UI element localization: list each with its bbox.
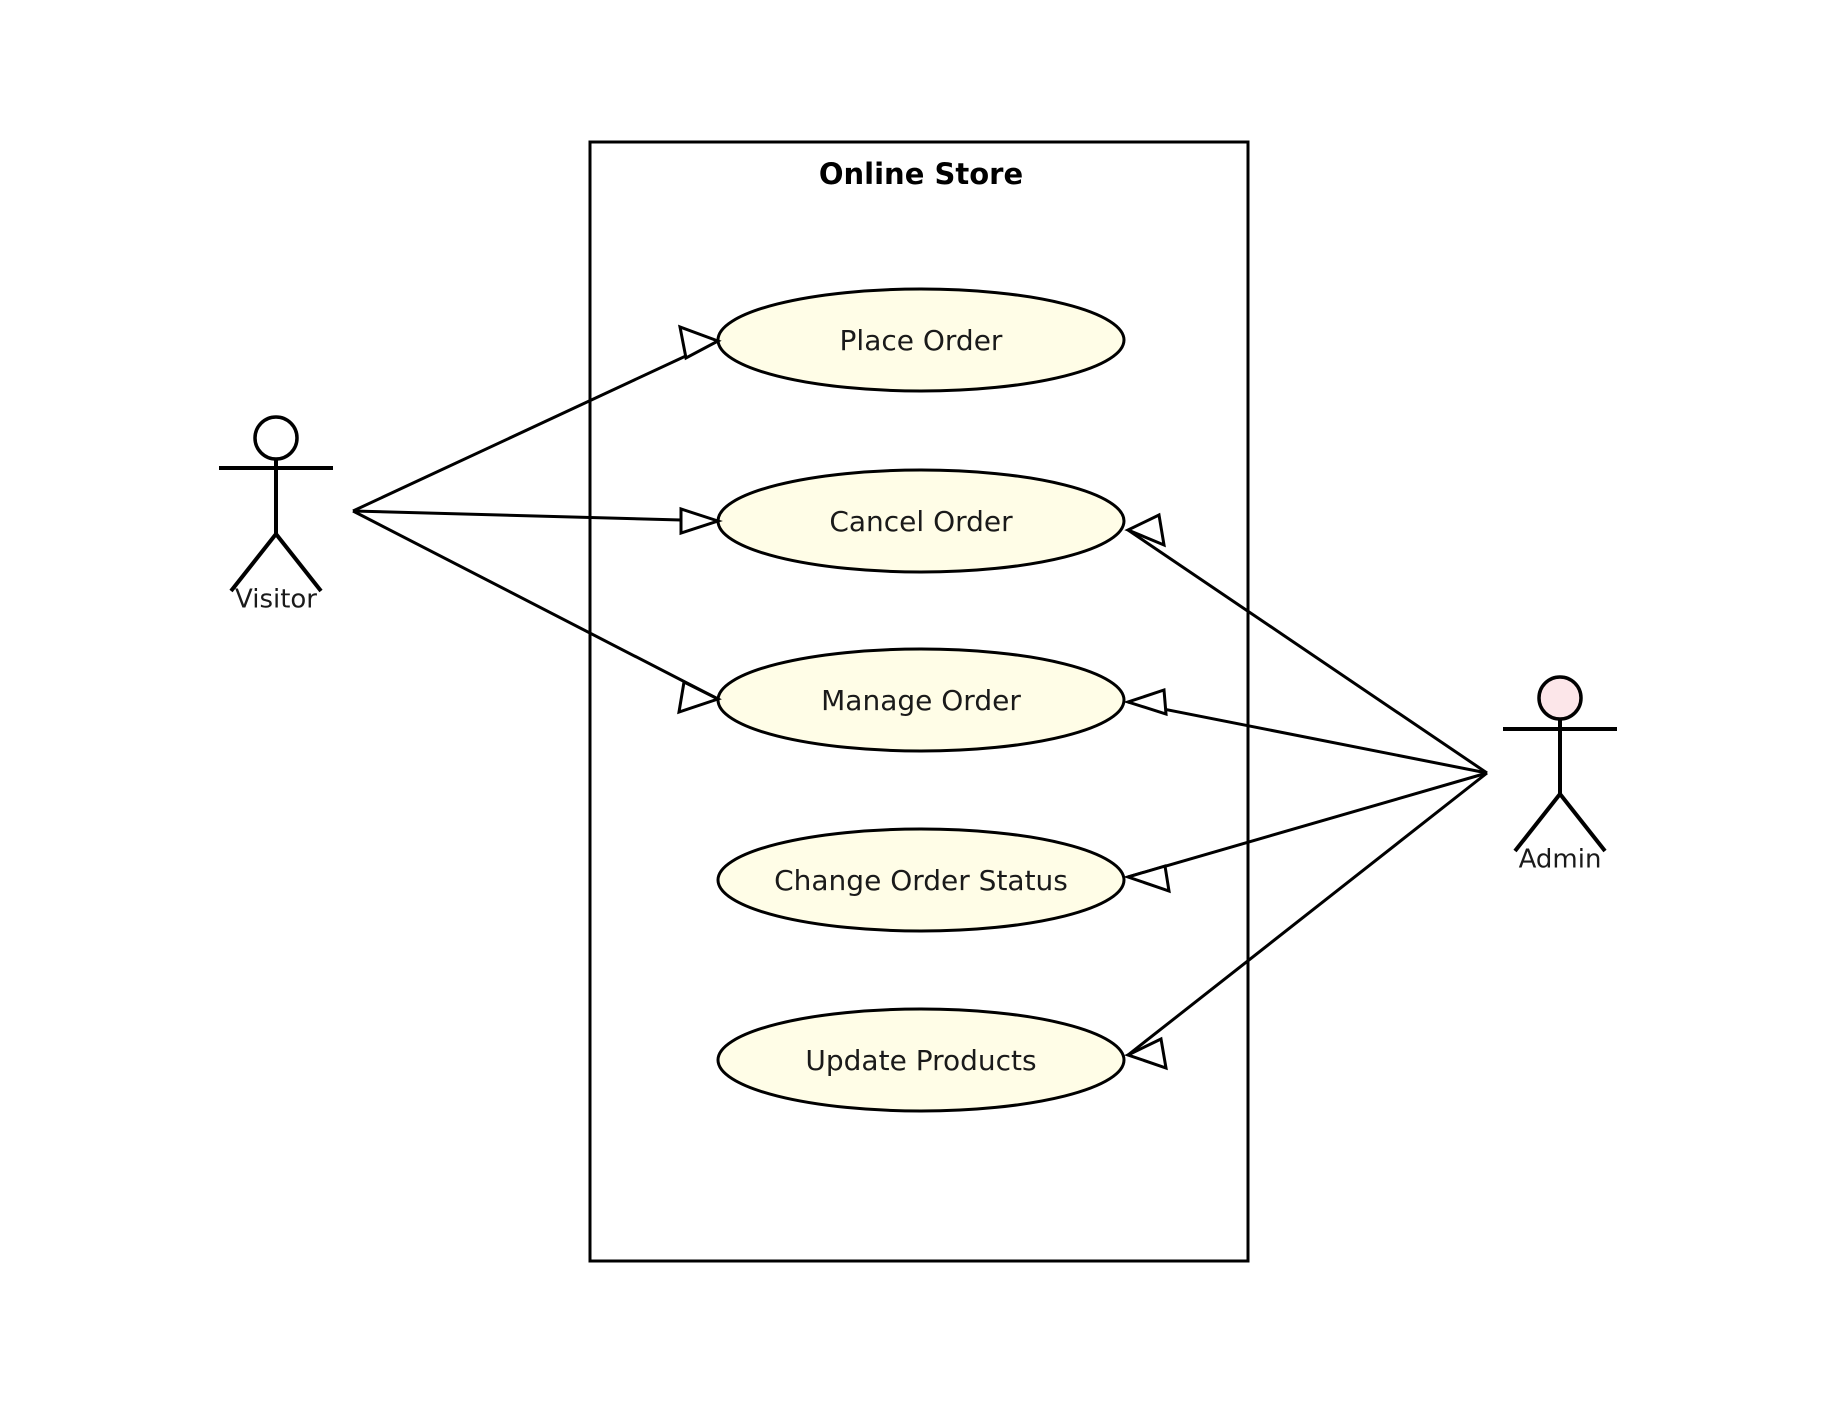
- use-case-ellipse[interactable]: [716, 1007, 1126, 1113]
- actor-head-icon: [1537, 675, 1583, 721]
- use-case-manage-order[interactable]: Manage Order: [716, 647, 1126, 753]
- use-case-label: Cancel Order: [829, 505, 1013, 538]
- arrowhead-icon: [1123, 687, 1168, 717]
- association-lines: [352, 339, 1488, 1057]
- use-case-label: Update Products: [805, 1044, 1036, 1077]
- system-boundary-rect: [588, 140, 1250, 1263]
- actor-admin[interactable]: Admin: [1503, 675, 1617, 875]
- association-arrowheads: [677, 324, 1171, 1071]
- actor-label: Admin: [1519, 845, 1602, 875]
- actor-right-leg-line: [1558, 792, 1607, 853]
- use-case-change-order-status[interactable]: Change Order Status: [716, 827, 1126, 933]
- association-admin-change-order-status[interactable]: [1127, 771, 1488, 879]
- arrowhead-icon: [1124, 1036, 1168, 1071]
- use-case-update-products[interactable]: Update Products: [716, 1007, 1126, 1113]
- arrowhead-icon: [1124, 512, 1166, 548]
- system-boundary: Online Store: [588, 140, 1250, 1263]
- actor-head-icon: [253, 415, 299, 461]
- use-case-cancel-order[interactable]: Cancel Order: [716, 468, 1126, 574]
- actor-right-leg-line: [274, 532, 323, 593]
- use-case-label: Manage Order: [821, 684, 1021, 717]
- association-visitor-manage-order[interactable]: [352, 509, 719, 701]
- use-case-label: Place Order: [840, 324, 1003, 357]
- arrowhead-icon: [678, 324, 722, 361]
- actor-left-leg-line: [1513, 792, 1562, 853]
- actor-label: Visitor: [235, 585, 317, 615]
- arrowhead-icon: [679, 506, 723, 536]
- use-case-label: Change Order Status: [774, 864, 1068, 897]
- arrowhead-icon: [1123, 864, 1171, 894]
- system-boundary-title: Online Store: [819, 157, 1023, 191]
- association-visitor-cancel-order[interactable]: [352, 509, 719, 523]
- arrowhead-icon: [677, 679, 722, 715]
- association-admin-manage-order[interactable]: [1127, 700, 1488, 775]
- association-visitor-place-order[interactable]: [352, 339, 719, 513]
- use-case-place-order[interactable]: Place Order: [716, 287, 1126, 393]
- use-case-ellipse[interactable]: [716, 827, 1126, 933]
- association-admin-cancel-order[interactable]: [1127, 528, 1488, 775]
- actor-visitor[interactable]: Visitor: [219, 415, 333, 615]
- actor-left-leg-line: [229, 532, 278, 593]
- association-admin-update-products[interactable]: [1127, 771, 1488, 1057]
